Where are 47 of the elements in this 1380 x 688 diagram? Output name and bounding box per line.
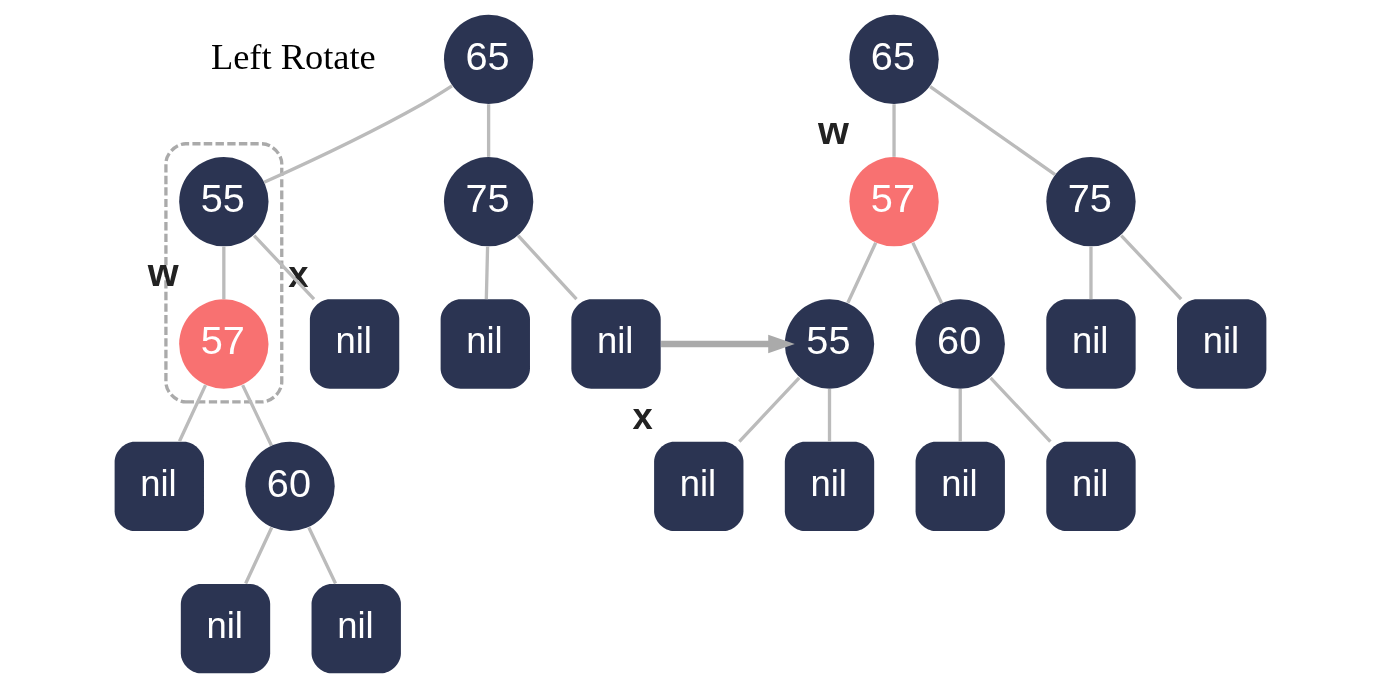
node-box: nil [309,299,399,389]
connector [516,234,578,301]
connector [845,242,877,304]
connector [827,388,831,442]
connector [221,246,225,300]
node-box: nil [1176,299,1266,389]
node-box: nil [570,299,661,389]
connector [1119,234,1182,301]
connector [484,246,489,300]
node-box: nil [915,441,1005,531]
connector [737,376,800,443]
node-circle: 55 [178,157,268,247]
connector [1088,246,1093,300]
node-box: nil [440,299,530,389]
node-circle: 55 [784,299,874,389]
node-box: nil [784,441,874,531]
node-box: nil [311,583,401,674]
node-circle: 60 [244,441,335,531]
node-circle: 75 [1045,157,1136,247]
node-label: x [632,396,653,438]
node-box: nil [653,441,743,531]
node-circle: 57 [178,299,268,389]
node-circle: 60 [915,299,1005,389]
node-label: w [817,108,849,153]
node-label: w [147,250,179,295]
node-circle: 75 [443,157,533,247]
connector [252,234,315,301]
arrow [660,334,795,354]
node-box: nil [1045,299,1136,389]
connector [891,104,896,157]
connector [486,104,490,157]
node-box: nil [1045,441,1136,531]
connector [988,376,1052,443]
connector [958,388,962,442]
node-circle: 57 [848,157,939,247]
node-circle: 65 [443,14,533,105]
connector [262,84,453,184]
label: Left Rotate [210,36,376,77]
connector [177,384,207,442]
node-circle: 65 [848,14,939,105]
node-box: nil [180,583,270,674]
node-box: nil [114,441,204,531]
connector [910,242,943,304]
connector [306,526,337,585]
connector [243,526,273,585]
connector [240,384,273,447]
connector [928,85,1056,177]
